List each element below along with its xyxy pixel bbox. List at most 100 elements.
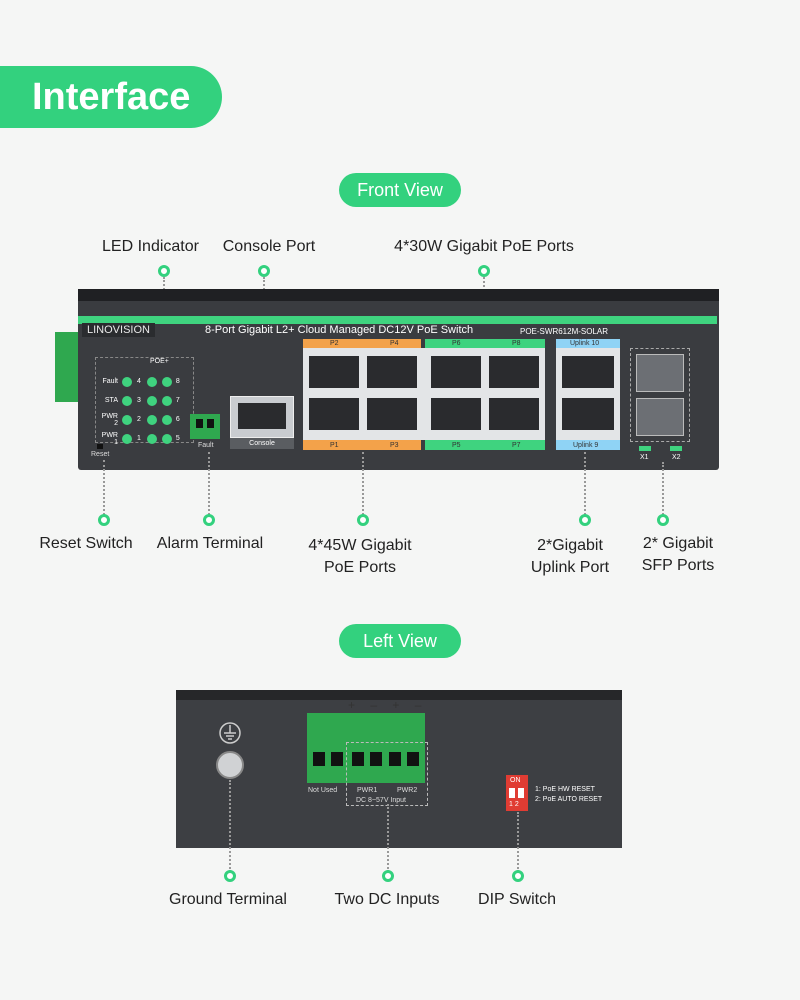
rj45-port bbox=[562, 356, 614, 388]
led-label: Fault bbox=[102, 378, 118, 385]
led-grid: Fault 4 8 STA 3 7 PWR 2 2 6 PWR 1 1 5 bbox=[98, 372, 192, 448]
led-num: 7 bbox=[175, 397, 180, 404]
port-label: P7 bbox=[512, 442, 521, 449]
led-light bbox=[122, 376, 132, 387]
port-label: Uplink 10 bbox=[570, 340, 600, 347]
callout-dot bbox=[98, 514, 110, 526]
led-light bbox=[146, 414, 157, 425]
sku-text: POE-SWR612M-SOLAR bbox=[520, 327, 609, 336]
led-num: 4 bbox=[137, 378, 141, 385]
left-view-label: Left View bbox=[339, 624, 461, 658]
terminal-slot bbox=[352, 752, 364, 766]
callout-ground: Ground Terminal bbox=[169, 891, 287, 908]
rj45-port bbox=[489, 356, 539, 388]
port-label: P6 bbox=[452, 340, 461, 347]
callout-uplink-line1: 2*Gigabit bbox=[537, 537, 603, 554]
port-label: P5 bbox=[452, 442, 461, 449]
terminal-slot bbox=[207, 419, 214, 428]
port-label: P3 bbox=[390, 442, 399, 449]
callout-dip: DIP Switch bbox=[478, 891, 556, 908]
terminal-slot bbox=[196, 419, 203, 428]
led-light bbox=[122, 414, 132, 425]
callout-dot bbox=[258, 265, 270, 277]
model-text: 8-Port Gigabit L2+ Cloud Managed DC12V P… bbox=[205, 324, 474, 336]
reset-label: Reset bbox=[91, 451, 110, 458]
callout-dc: Two DC Inputs bbox=[334, 891, 440, 908]
callout-line bbox=[662, 462, 664, 515]
rj45-port bbox=[367, 398, 417, 430]
callout-dot bbox=[512, 870, 524, 882]
ground-icon bbox=[219, 722, 241, 744]
led-num: 2 bbox=[137, 416, 141, 423]
dip-nums: 1 2 bbox=[509, 801, 519, 808]
led-label: PWR 2 bbox=[101, 412, 118, 427]
rj45-port bbox=[367, 356, 417, 388]
callout-dot bbox=[158, 265, 170, 277]
switch-top-edge bbox=[78, 289, 719, 301]
port-label: P2 bbox=[330, 340, 339, 347]
dip-lever[interactable] bbox=[518, 788, 524, 798]
led-light bbox=[122, 395, 132, 406]
terminal-slot bbox=[331, 752, 343, 766]
callout-reset-switch: Reset Switch bbox=[39, 535, 133, 552]
callout-line bbox=[208, 452, 210, 515]
fault-label: Fault bbox=[198, 442, 214, 449]
led-light bbox=[161, 395, 172, 406]
sfp-led bbox=[639, 446, 651, 451]
led-light bbox=[161, 376, 172, 387]
dip-desc-2: 2: PoE AUTO RESET bbox=[535, 796, 603, 803]
callout-line bbox=[229, 780, 231, 872]
led-num: 8 bbox=[175, 378, 180, 385]
callout-dot bbox=[478, 265, 490, 277]
dip-lever[interactable] bbox=[509, 788, 515, 798]
terminal-slot bbox=[389, 752, 401, 766]
uplink-bottom-band bbox=[556, 440, 620, 450]
callout-console-port: Console Port bbox=[222, 238, 316, 255]
callout-dot bbox=[382, 870, 394, 882]
polarity-label: + – + – bbox=[348, 698, 428, 712]
led-light bbox=[146, 395, 157, 406]
callout-line bbox=[362, 452, 364, 515]
pwr1-label: PWR1 bbox=[357, 787, 378, 794]
led-light bbox=[146, 376, 157, 387]
poe45-top-band bbox=[303, 339, 421, 348]
dip-desc-1: 1: PoE HW RESET bbox=[535, 786, 595, 793]
dc-terminal-block bbox=[307, 713, 425, 783]
rj45-port bbox=[431, 398, 481, 430]
port-label: Uplink 9 bbox=[573, 442, 599, 449]
pwr2-label: PWR2 bbox=[397, 787, 418, 794]
port-label: P1 bbox=[330, 442, 339, 449]
dip-on-label: ON bbox=[510, 777, 521, 784]
callout-poe30: 4*30W Gigabit PoE Ports bbox=[394, 238, 574, 255]
callout-dot bbox=[203, 514, 215, 526]
callout-dot bbox=[224, 870, 236, 882]
port-label: P4 bbox=[390, 340, 399, 347]
rj45-port bbox=[309, 398, 359, 430]
console-port-hole bbox=[238, 403, 286, 429]
callout-line bbox=[387, 804, 389, 872]
sfp-port bbox=[636, 354, 684, 392]
callout-poe45-line1: 4*45W Gigabit bbox=[308, 537, 412, 554]
sfp-label: X1 bbox=[640, 454, 649, 461]
ground-screw bbox=[216, 751, 244, 779]
switch-left-top-edge bbox=[176, 690, 622, 700]
led-label: STA bbox=[104, 397, 118, 404]
poe30-top-band bbox=[425, 339, 545, 348]
callout-dot bbox=[657, 514, 669, 526]
port-label: P8 bbox=[512, 340, 521, 347]
callout-sfp-line1: 2* Gigabit bbox=[642, 535, 714, 552]
led-light bbox=[146, 433, 157, 444]
alarm-terminal bbox=[190, 414, 220, 439]
led-num: 6 bbox=[175, 416, 180, 423]
poe30-bottom-band bbox=[425, 440, 545, 450]
rj45-port bbox=[562, 398, 614, 430]
callout-alarm-terminal: Alarm Terminal bbox=[156, 535, 264, 552]
dip-switch[interactable] bbox=[506, 775, 528, 811]
reset-button[interactable] bbox=[97, 444, 103, 449]
callout-sfp-line2: SFP Ports bbox=[641, 557, 715, 574]
led-indicator-box bbox=[95, 357, 194, 443]
callout-led-indicator: LED Indicator bbox=[102, 238, 199, 255]
sfp-label: X2 bbox=[672, 454, 681, 461]
dc-input-label: DC 8~57V Input bbox=[356, 797, 407, 804]
side-terminal bbox=[55, 332, 79, 402]
